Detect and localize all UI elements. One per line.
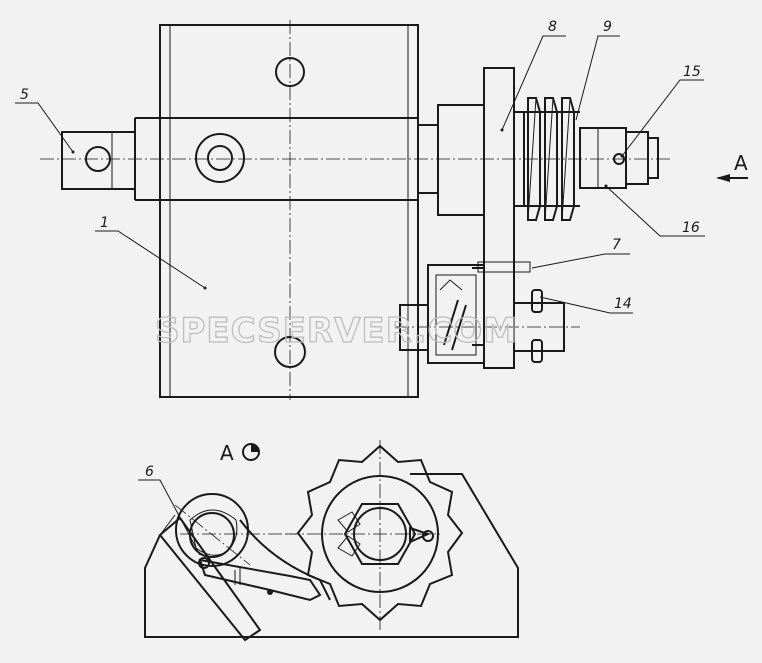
- callout-14: 14: [614, 296, 632, 312]
- pivot-boss-outer: [195, 133, 245, 183]
- view-a: A: [144, 440, 519, 642]
- callout-15: 15: [683, 64, 701, 80]
- spring-part-7: [477, 261, 531, 273]
- view-arrow-label: A: [734, 151, 748, 175]
- housing-body: [159, 24, 419, 398]
- plate-part-8: [483, 67, 515, 369]
- pin-part-15: [613, 153, 625, 165]
- shaft-tip: [625, 131, 649, 185]
- lower-mechanism: [399, 261, 565, 364]
- main-view: A: [40, 20, 748, 400]
- fork-end-part-5: [61, 131, 136, 190]
- callout-9: 9: [603, 19, 612, 35]
- callout-5: 5: [20, 87, 29, 103]
- view-arrow: A: [716, 151, 748, 182]
- hub: [437, 104, 485, 216]
- view-a-title: A: [220, 441, 234, 465]
- hex-nut: [343, 503, 417, 565]
- pin-part-14: [531, 289, 543, 313]
- pivot-boss-inner: [207, 145, 233, 171]
- top-hole: [275, 57, 305, 87]
- base-plate: [144, 473, 519, 638]
- ratchet-pin: [422, 530, 434, 542]
- rotation-symbol-icon: [242, 443, 260, 461]
- shaft-end-part-16: [579, 127, 627, 189]
- worm-gear-part-9: [513, 97, 580, 221]
- callout-6: 6: [145, 464, 154, 480]
- bottom-hole: [274, 336, 306, 368]
- callouts: 5 1 8 9 15 16 7 14 6: [15, 19, 705, 556]
- watermark: SPECSERVER.COM: [155, 311, 518, 351]
- callout-8: 8: [548, 19, 557, 35]
- callout-1: 1: [100, 215, 109, 231]
- callout-7: 7: [612, 237, 621, 253]
- callout-16: 16: [682, 220, 700, 236]
- pawl-assembly-part-6: [158, 493, 331, 642]
